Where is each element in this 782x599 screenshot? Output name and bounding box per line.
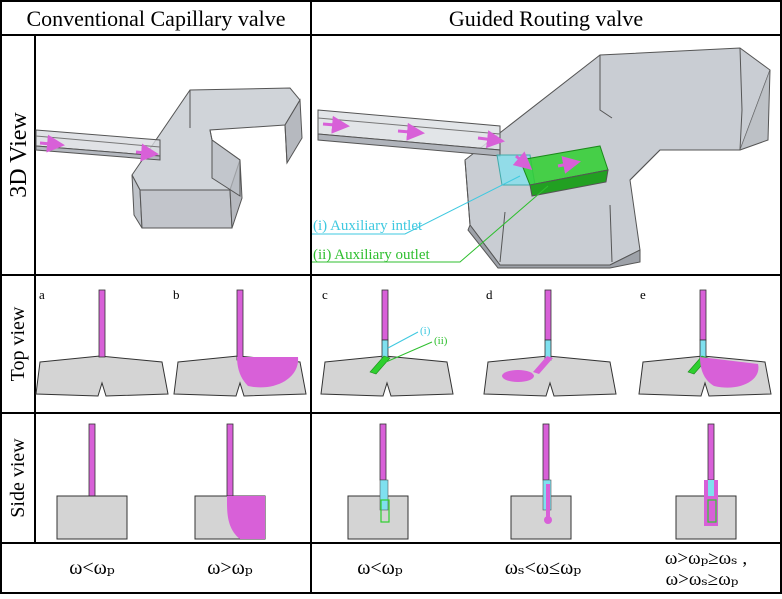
side-view-a <box>56 423 128 540</box>
3d-conventional-flow-arrows <box>39 134 159 162</box>
side-view-e <box>675 423 737 540</box>
aux-outlet-label: (ii) Auxiliary outlet <box>313 247 430 263</box>
condition-b: ω>ωₚ <box>207 557 253 579</box>
header-guided: Guided Routing valve <box>449 6 643 31</box>
condition-a: ω<ωₚ <box>69 557 115 579</box>
row-label-top: Top view <box>7 306 29 381</box>
condition-e-line1: ω>ωₚ≥ωₛ , <box>665 548 747 569</box>
side-view-b <box>194 423 266 540</box>
side-view-d <box>510 423 572 540</box>
top-view-a <box>35 289 169 397</box>
top-view-e <box>638 289 772 397</box>
row-label-3d: 3D View <box>6 112 32 198</box>
condition-e-line2: ω>ωₛ≥ωₚ <box>666 569 739 590</box>
annotation-leaders <box>312 175 549 263</box>
small-i-label: (i) <box>420 325 431 337</box>
panel-letter-e: e <box>640 287 646 302</box>
3d-guided-valve <box>317 47 771 269</box>
panel-letter-a: a <box>39 287 45 302</box>
side-view-c <box>347 423 409 540</box>
panel-letter-d: d <box>486 287 493 302</box>
panel-letter-b: b <box>173 287 180 302</box>
small-ii-label: (ii) <box>434 335 448 347</box>
row-label-side: Side view <box>7 438 29 518</box>
header-conventional: Conventional Capillary valve <box>26 6 285 31</box>
top-view-d <box>483 289 617 397</box>
condition-d: ωₛ<ω≤ωₚ <box>505 557 581 579</box>
3d-guided-flow-arrows <box>322 115 581 174</box>
panel-letter-c: c <box>322 287 328 302</box>
3d-conventional-valve <box>35 87 303 229</box>
condition-c: ω<ωₚ <box>357 557 403 579</box>
top-view-b <box>173 289 307 397</box>
top-view-c <box>320 289 454 397</box>
aux-inlet-label: (i) Auxiliary intlet <box>313 218 423 234</box>
